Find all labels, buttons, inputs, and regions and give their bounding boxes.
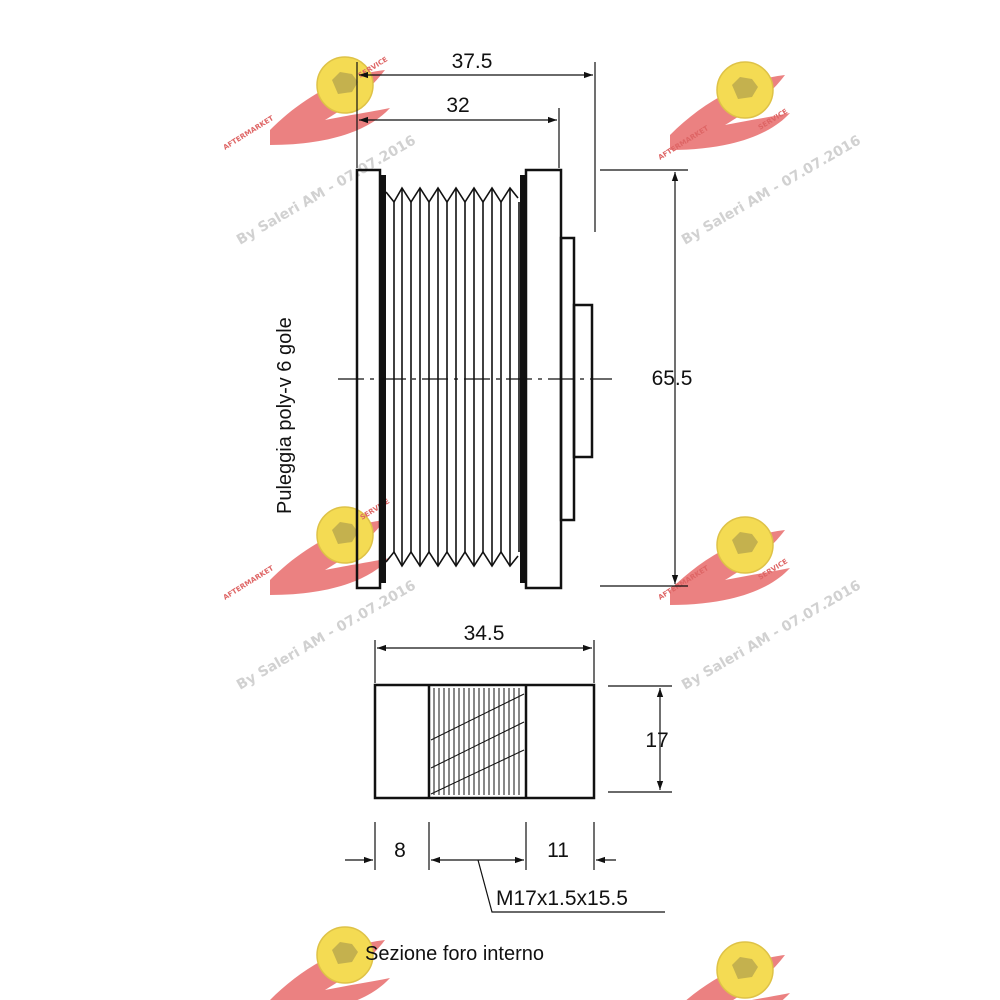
pulley-hub-inner	[572, 303, 594, 459]
dimension-bore-length-label: 34.5	[464, 622, 505, 645]
watermark-logo	[669, 516, 791, 606]
pulley-side-view	[338, 168, 612, 590]
watermark-logo	[669, 941, 791, 1000]
watermark-layer: SERVICE AFTERMARKET SERVICE AFTERMARKET …	[222, 55, 864, 1000]
dimension-bore-length	[374, 640, 595, 683]
dimension-right-step-label: 11	[547, 839, 569, 862]
watermark-signature: By Saleri AM - 07.07.2016	[234, 578, 419, 694]
dimension-overall-length-label: 37.5	[452, 50, 493, 73]
bore-section	[373, 683, 596, 800]
dimension-steps	[345, 822, 616, 870]
watermark-signature: By Saleri AM - 07.07.2016	[679, 133, 864, 249]
thread-leader	[477, 859, 665, 913]
dimension-left-step-label: 8	[394, 839, 406, 862]
dimension-pulley-length-label: 32	[446, 94, 469, 117]
thread-spec-label: M17x1.5x15.5	[496, 887, 628, 910]
watermark-logo-text: AFTERMARKET	[222, 114, 276, 152]
dimension-pulley-length	[359, 108, 560, 168]
dimension-bore-diameter	[608, 685, 672, 793]
watermark-signature: By Saleri AM - 07.07.2016	[234, 133, 419, 249]
pulley-description: Puleggia poly-v 6 gole	[274, 317, 296, 514]
watermark-logo-text: SERVICE	[359, 497, 392, 521]
section-title: Sezione foro interno	[365, 943, 544, 965]
dimension-bore-diameter-label: 17	[645, 729, 668, 752]
watermark-logo	[269, 506, 391, 596]
dimension-outer-diameter	[600, 169, 688, 587]
bore-section-outline	[373, 683, 596, 800]
dimension-outer-diameter-label: 65.5	[652, 367, 693, 390]
dimension-overall-length	[356, 62, 596, 232]
watermark-logo-text: AFTERMARKET	[222, 564, 276, 602]
thread-hatching	[430, 688, 525, 795]
pulley-groove-body	[385, 186, 520, 568]
